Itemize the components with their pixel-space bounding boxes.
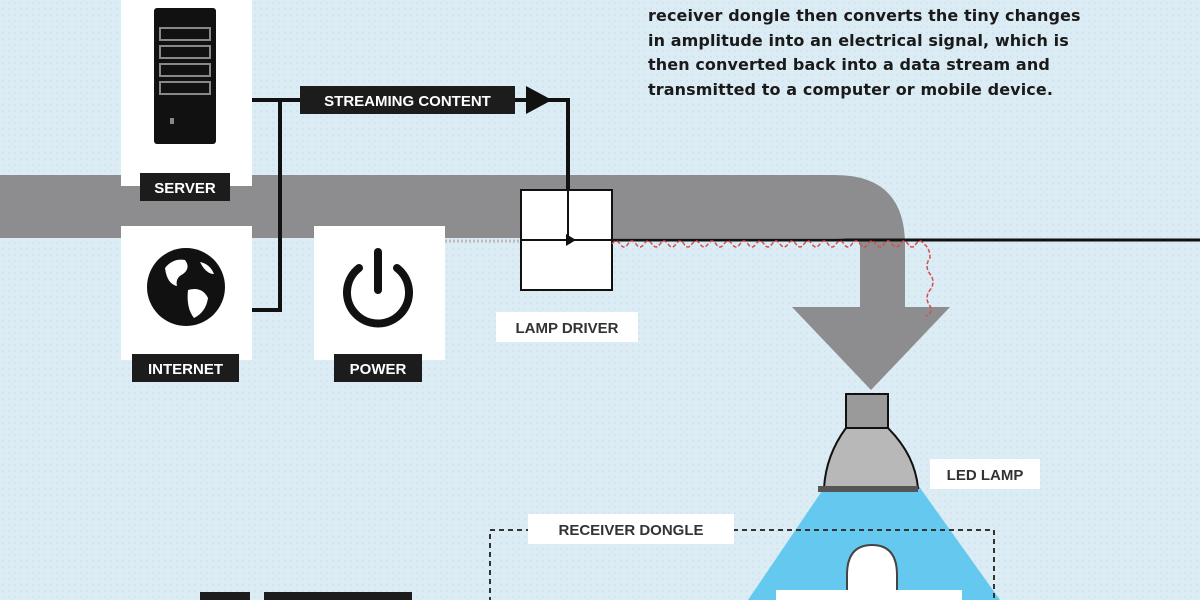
internet-label: INTERNET — [148, 361, 223, 378]
lamp-driver-label: LAMP DRIVER — [515, 320, 618, 337]
server-label-box — [140, 173, 230, 201]
pipe-arrowhead — [792, 307, 950, 390]
power-label-box — [334, 354, 422, 382]
receiver-dongle-label: RECEIVER DONGLE — [558, 522, 703, 539]
server-label: SERVER — [154, 180, 216, 197]
description-line: then converted back into a data stream a… — [648, 55, 1050, 74]
driver-arrow-icon — [566, 234, 576, 246]
led-lamp-label: LED LAMP — [947, 467, 1024, 484]
description-text: receiver dongle then converts the tiny c… — [648, 4, 1168, 102]
play-arrow-icon — [526, 86, 552, 114]
receiver-dongle-area — [489, 529, 995, 600]
internet-label-box — [132, 354, 239, 382]
device-large-box — [264, 592, 412, 600]
streaming-content-label-box — [300, 86, 515, 114]
led-lamp-label-box — [930, 459, 1040, 489]
led-lamp-icon — [818, 393, 920, 492]
device-small-box — [200, 592, 250, 600]
receiver-dongle-label-box — [528, 514, 734, 544]
power-pipe — [0, 175, 905, 310]
signal-wave — [611, 240, 934, 317]
server-icon — [154, 8, 216, 144]
light-beam — [748, 485, 1000, 600]
receiver-device — [776, 590, 962, 600]
power-label: POWER — [350, 361, 407, 378]
description-line: transmitted to a computer or mobile devi… — [648, 79, 1054, 99]
lamp-driver-label-box — [496, 312, 638, 342]
globe-icon — [147, 248, 225, 326]
description-line: in amplitude into an electrical signal, … — [648, 30, 1069, 50]
streaming-content-label: STREAMING CONTENT — [324, 93, 491, 110]
receiver-sensor-icon — [846, 543, 898, 600]
description-line: receiver dongle then converts the tiny c… — [648, 6, 1081, 25]
power-icon — [343, 248, 413, 328]
